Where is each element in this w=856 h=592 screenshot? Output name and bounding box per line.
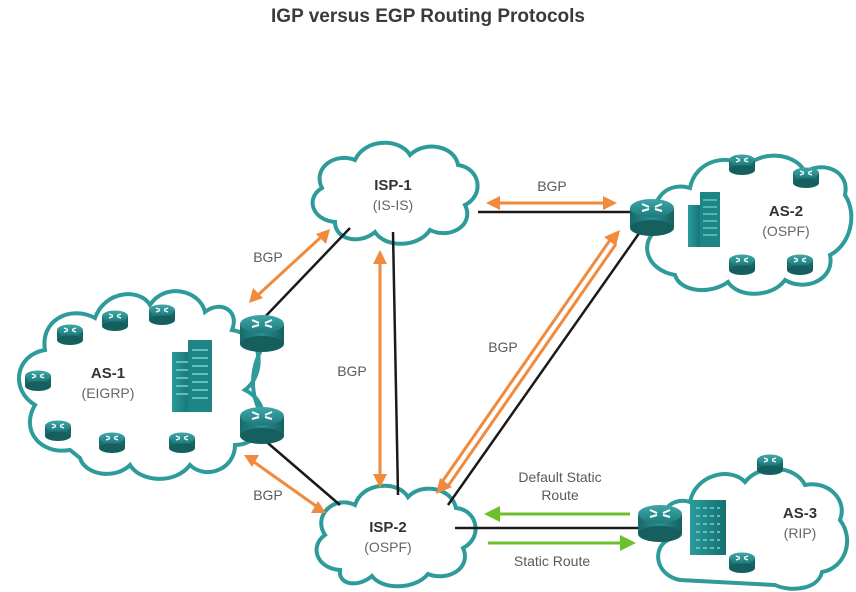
- as1-protocol: (EIGRP): [82, 385, 135, 401]
- label-bgp-isp1-isp2: BGP: [337, 363, 367, 379]
- as2-name: AS-2: [769, 203, 803, 220]
- diagram-title: IGP versus EGP Routing Protocols: [271, 6, 585, 27]
- cloud-isp1: [310, 140, 480, 246]
- as3-name: AS-3: [783, 505, 817, 522]
- isp1-protocol: (IS-IS): [373, 197, 413, 213]
- static-route-arrow: [488, 535, 636, 551]
- as1-building-icon: [172, 340, 212, 412]
- label-static-route: Static Route: [514, 553, 590, 569]
- as2-protocol: (OSPF): [762, 223, 809, 239]
- bgp-arrows: [244, 196, 620, 513]
- label-bgp-isp1-as2: BGP: [537, 178, 567, 194]
- link-isp1-isp2: [391, 231, 400, 496]
- link-as1-isp2: [261, 437, 341, 506]
- isp1-name: ISP-1: [374, 177, 412, 194]
- as1-border-router-bottom: [239, 406, 285, 445]
- as1-name: AS-1: [91, 365, 125, 382]
- link-isp2-as2: [446, 231, 642, 506]
- bgp-arrow-as1-isp1: [249, 229, 330, 303]
- link-as1-isp1: [261, 227, 351, 321]
- bgp-arrow-isp2-as2: [436, 230, 620, 494]
- label-default-static-route-line1: Default Static: [518, 469, 601, 485]
- bgp-arrow-isp1-as2: [486, 196, 617, 210]
- as1-border-router-top: [239, 314, 285, 353]
- as2-building-icon: [688, 192, 720, 247]
- isp2-protocol: (OSPF): [364, 539, 411, 555]
- static-arrows: [484, 506, 636, 551]
- label-bgp-as1-isp1: BGP: [253, 249, 283, 265]
- cloud-as1: [17, 289, 265, 481]
- default-static-route-arrow: [484, 506, 630, 522]
- physical-links: [261, 210, 642, 530]
- bgp-arrow-isp1-isp2: [373, 250, 387, 488]
- as3-building-icon: [690, 500, 726, 555]
- bgp-arrow-as1-isp2: [244, 455, 326, 513]
- as2-border-router: [629, 198, 675, 237]
- as3-protocol: (RIP): [784, 525, 817, 541]
- as3-border-router: [637, 504, 683, 543]
- isp2-name: ISP-2: [369, 519, 407, 536]
- cloud-isp2: [314, 483, 478, 589]
- label-bgp-isp2-as2: BGP: [488, 339, 518, 355]
- label-bgp-as1-isp2: BGP: [253, 487, 283, 503]
- label-default-static-route-line2: Route: [541, 487, 579, 503]
